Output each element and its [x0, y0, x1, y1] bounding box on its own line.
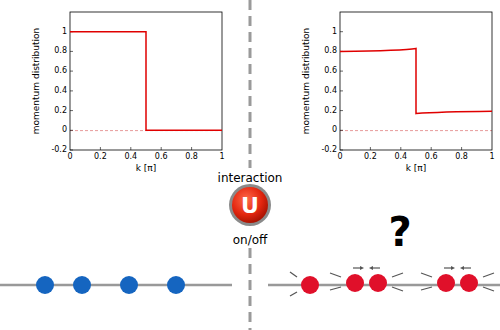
tick-label: 0.4: [324, 87, 337, 95]
free-chain: [0, 276, 232, 294]
tick-label: 0.6: [54, 67, 67, 75]
tick-label: 0.2: [94, 153, 107, 161]
tick-label: -0.2: [51, 146, 67, 154]
divider: [249, 0, 252, 168]
tick-label: 0.6: [425, 153, 438, 161]
button-label: U: [241, 193, 259, 218]
tick-label: 1: [489, 153, 494, 161]
tick-label: -0.2: [321, 146, 337, 154]
interaction-button: U: [228, 183, 272, 227]
left-plot: [70, 12, 222, 150]
question-mark: ?: [388, 212, 411, 252]
tick-label: 1: [62, 28, 67, 36]
tick-label: 0.4: [54, 87, 67, 95]
tick-label: 0: [67, 153, 72, 161]
tick-label: 0.4: [394, 153, 407, 161]
axis-label: k [π]: [136, 164, 157, 173]
tick-label: 1: [219, 153, 224, 161]
tick-label: 0.2: [364, 153, 377, 161]
tick-label: 0.4: [124, 153, 137, 161]
tick-label: 0.2: [54, 107, 67, 115]
tick-label: 0.8: [324, 47, 337, 55]
button-caption: interaction: [218, 172, 283, 184]
axis-label: momentum distribution: [32, 28, 41, 134]
right-plot: [340, 12, 492, 150]
tick-label: 0.8: [54, 47, 67, 55]
tick-label: 0: [62, 126, 67, 134]
tick-label: 0.6: [155, 153, 168, 161]
interacting-chain: [268, 266, 500, 296]
tick-label: 0.2: [324, 107, 337, 115]
tick-label: 0.8: [185, 153, 198, 161]
tick-label: 0.8: [455, 153, 468, 161]
axis-label: k [π]: [406, 164, 427, 173]
tick-label: 0: [337, 153, 342, 161]
divider: [249, 248, 252, 330]
tick-label: 0.6: [324, 67, 337, 75]
axis-label: momentum distribution: [302, 28, 311, 134]
button-caption: on/off: [233, 234, 268, 246]
tick-label: 0: [332, 126, 337, 134]
tick-label: 1: [332, 28, 337, 36]
